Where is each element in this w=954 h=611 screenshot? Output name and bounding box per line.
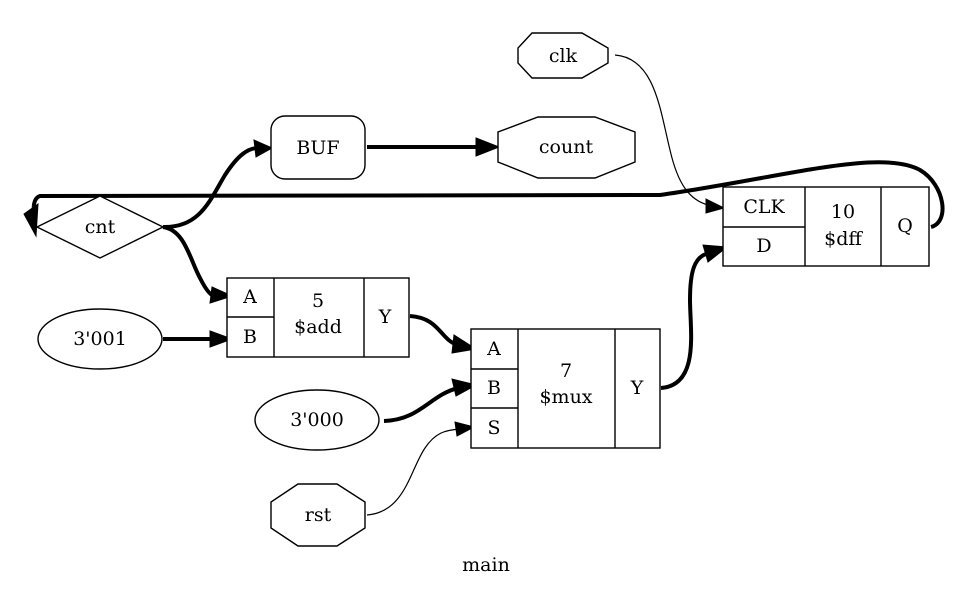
dff-port-clk: CLK: [743, 196, 785, 218]
arrow-buf-input: [253, 139, 274, 158]
mux-port-b: B: [487, 377, 501, 399]
const-3-000[interactable]: 3'000: [254, 389, 380, 451]
const-3-001[interactable]: 3'001: [37, 308, 163, 370]
edge-const0-to-mux-b: [383, 386, 459, 423]
add-cell-type: $add: [294, 316, 342, 338]
add-port-y: Y: [378, 306, 392, 328]
edge-add-y-to-mux-a: [409, 314, 459, 347]
dff-port-q: Q: [897, 215, 913, 237]
arrow-dff-d: [702, 244, 729, 263]
edge-cnt-to-buf: [162, 146, 259, 230]
mux-port-y: Y: [630, 377, 644, 399]
arrow-cnt-input: [23, 202, 39, 238]
edge-cnt-to-add-a: [162, 225, 215, 298]
arrow-count-input: [475, 137, 501, 157]
arrow-mux-a: [451, 334, 478, 354]
port-count-label: count: [539, 136, 594, 158]
mux-port-a: A: [486, 338, 501, 360]
edge-rst-to-mux-s: [366, 428, 461, 516]
dff-cell-type: $dff: [824, 228, 863, 250]
mux-cell-type: $mux: [539, 386, 592, 408]
add-cell-id: 5: [312, 290, 324, 312]
dff-cell-id: 10: [831, 201, 855, 223]
arrow-add-a: [209, 286, 234, 304]
port-clk[interactable]: clk: [517, 32, 609, 79]
buffer-label: BUF: [296, 137, 339, 159]
edge-clk-to-dff-clk: [614, 54, 709, 206]
cell-dff[interactable]: CLK D 10 $dff Q: [722, 186, 930, 267]
graph-title: main: [462, 554, 510, 576]
wire-cnt-label: cnt: [85, 216, 116, 238]
buffer-node[interactable]: BUF: [270, 115, 366, 180]
arrow-mux-s: [454, 421, 476, 437]
mux-port-s: S: [487, 417, 500, 439]
edge-dff-q-to-cnt: [31, 160, 945, 229]
edge-mux-y-to-dff-d: [660, 252, 707, 390]
arrow-dff-clk: [705, 198, 726, 214]
add-port-b: B: [243, 326, 257, 348]
port-rst-label: rst: [305, 504, 332, 526]
arrow-mux-b: [451, 378, 478, 397]
port-rst[interactable]: rst: [270, 483, 366, 547]
cell-mux[interactable]: A B S 7 $mux Y: [470, 328, 661, 449]
add-port-a: A: [242, 286, 257, 308]
port-clk-label: clk: [549, 45, 578, 67]
arrow-add-b: [209, 330, 234, 348]
cell-add[interactable]: A B 5 $add Y: [226, 277, 410, 358]
mux-cell-id: 7: [560, 360, 572, 382]
dff-port-d: D: [756, 235, 771, 257]
port-count[interactable]: count: [497, 116, 636, 179]
wire-cnt[interactable]: cnt: [35, 195, 165, 259]
const-3-000-label: 3'000: [290, 409, 344, 431]
const-3-001-label: 3'001: [73, 328, 127, 350]
